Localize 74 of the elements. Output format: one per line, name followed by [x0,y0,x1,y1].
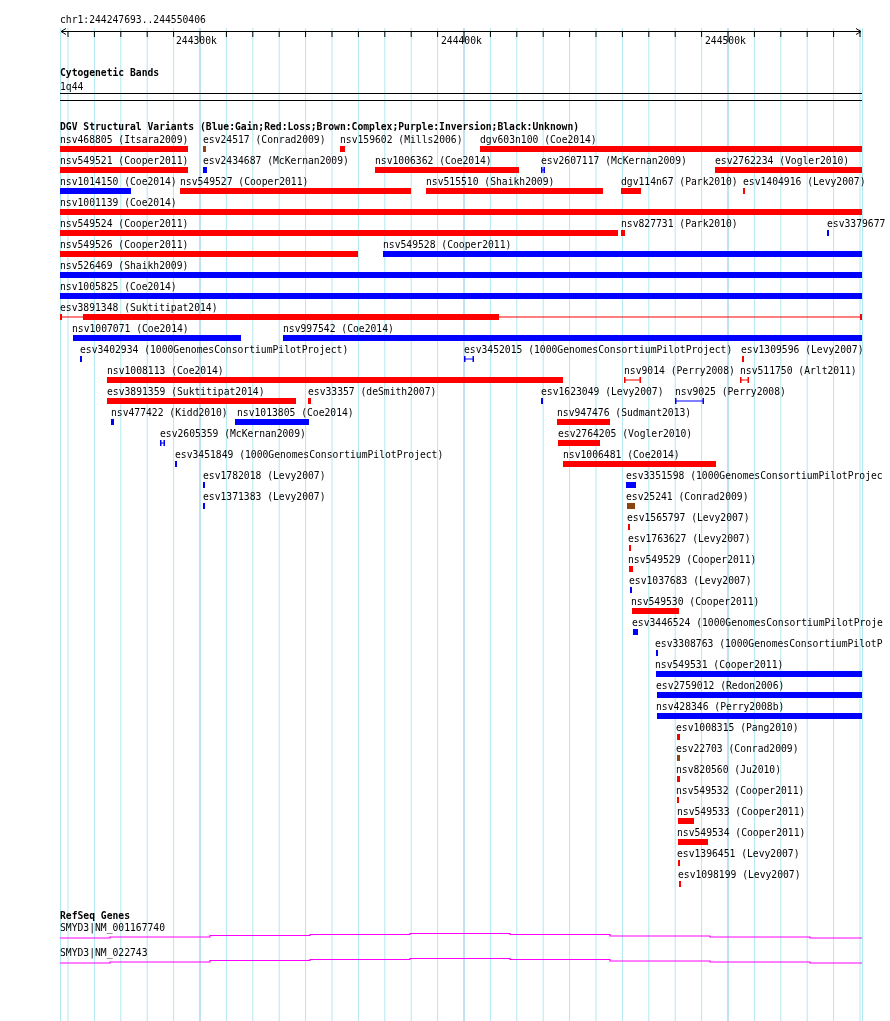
track-title: DGV Structural Variants (Blue:Gain;Red:Loss;Brown:Complex;Purple:Inversion;Black:Unknown) [60,121,580,133]
variant-label: esv3891359 (Suktitipat2014) [107,386,265,398]
variant-label: esv25241 (Conrad2009) [626,491,749,503]
variant-label: nsv468805 (Itsara2009) [60,134,189,146]
variant-label: nsv1005825 (Coe2014) [60,281,177,293]
variant-label: esv1763627 (Levy2007) [628,533,751,545]
variant-label: nsv477422 (Kidd2010) [111,407,228,419]
variant-label: nsv549533 (Cooper2011) [677,806,806,818]
variant-label: nsv1014150 (Coe2014) [60,176,177,188]
variant-label: esv33357 (deSmith2007) [308,386,437,398]
variant-label: esv1098199 (Levy2007) [678,869,801,881]
track-title: Cytogenetic Bands [60,67,160,79]
variant-label: dgv603n100 (Coe2014) [480,134,597,146]
variant-label: esv3452015 (1000GenomesConsortiumPilotProject) [464,344,733,356]
variant-label: nsv549532 (Cooper2011) [676,785,805,797]
variant-label: nsv549521 (Cooper2011) [60,155,189,167]
track-title: RefSeq Genes [60,910,130,922]
variant-label: esv24517 (Conrad2009) [203,134,326,146]
variant-label: nsv1006362 (Coe2014) [375,155,492,167]
variant-label: esv2764205 (Vogler2010) [558,428,693,440]
variant-label: esv2759012 (Redon2006) [656,680,785,692]
variant-label: nsv549527 (Cooper2011) [180,176,309,188]
variant-label: nsv549524 (Cooper2011) [60,218,189,230]
variant-label: nsv827731 (Park2010) [621,218,738,230]
variant-label: nsv1008113 (Coe2014) [107,365,224,377]
tick-label: 244300k [176,35,217,47]
variant-label: esv3451849 (1000GenomesConsortiumPilotProject) [175,449,444,461]
region-label: chr1:244247693..244550406 [60,14,206,26]
variant-label: nsv526469 (Shaikh2009) [60,260,189,272]
variant-label: esv2762234 (Vogler2010) [715,155,850,167]
variant-label: esv1404916 (Levy2007) [743,176,866,188]
variant-label: nsv428346 (Perry2008b) [656,701,785,713]
variant-label: nsv511750 (Arlt2011) [740,365,857,377]
variant-label: esv3402934 (1000GenomesConsortiumPilotProject) [80,344,349,356]
variant-label: nsv9014 (Perry2008) [624,365,735,377]
variant-label: nsv159602 (Mills2006) [340,134,463,146]
gene-label: SMYD3|NM_022743 [60,947,148,959]
band-label: 1q44 [60,81,84,93]
variant-label: esv1371383 (Levy2007) [203,491,326,503]
variant-label: nsv549530 (Cooper2011) [631,596,760,608]
variant-label: nsv549531 (Cooper2011) [655,659,784,671]
variant-label: esv22703 (Conrad2009) [676,743,799,755]
variant-label: esv2605359 (McKernan2009) [160,428,306,440]
tick-label: 244500k [705,35,746,47]
variant-label: nsv997542 (Coe2014) [283,323,394,335]
variant-label: esv3891348 (Suktitipat2014) [60,302,218,314]
variant-label: nsv549526 (Cooper2011) [60,239,189,251]
variant-label: esv3446524 (1000GenomesConsortiumPilotProje [632,617,883,629]
variant-label: nsv1001139 (Coe2014) [60,197,177,209]
variant-label: nsv549534 (Cooper2011) [677,827,806,839]
variant-label: esv2434687 (McKernan2009) [203,155,349,167]
tick-label: 244400k [441,35,482,47]
variant-label: esv3379677 [827,218,886,230]
variant-label: nsv1006481 (Coe2014) [563,449,680,461]
variant-label: nsv549528 (Cooper2011) [383,239,512,251]
variant-label: esv1782018 (Levy2007) [203,470,326,482]
variant-label: esv1565797 (Levy2007) [627,512,750,524]
variant-label: esv3308763 (1000GenomesConsortiumPilotP [655,638,883,650]
variant-label: esv1008315 (Pang2010) [676,722,799,734]
variant-label: nsv1007071 (Coe2014) [72,323,189,335]
variant-label: esv2607117 (McKernan2009) [541,155,687,167]
variant-label: esv1037683 (Levy2007) [629,575,752,587]
variant-label: esv1623049 (Levy2007) [541,386,664,398]
variant-label: nsv549529 (Cooper2011) [628,554,757,566]
gene-label: SMYD3|NM_001167740 [60,922,165,934]
variant-label: esv1309596 (Levy2007) [741,344,864,356]
variant-label: nsv820560 (Ju2010) [676,764,781,776]
variant-label: nsv947476 (Sudmant2013) [557,407,692,419]
variant-label: nsv1013805 (Coe2014) [237,407,354,419]
variant-label: esv1396451 (Levy2007) [677,848,800,860]
variant-label: nsv515510 (Shaikh2009) [426,176,555,188]
variant-label: esv3351598 (1000GenomesConsortiumPilotProjec [626,470,883,482]
variant-label: dgv114n67 (Park2010) [621,176,738,188]
variant-label: nsv9025 (Perry2008) [675,386,786,398]
